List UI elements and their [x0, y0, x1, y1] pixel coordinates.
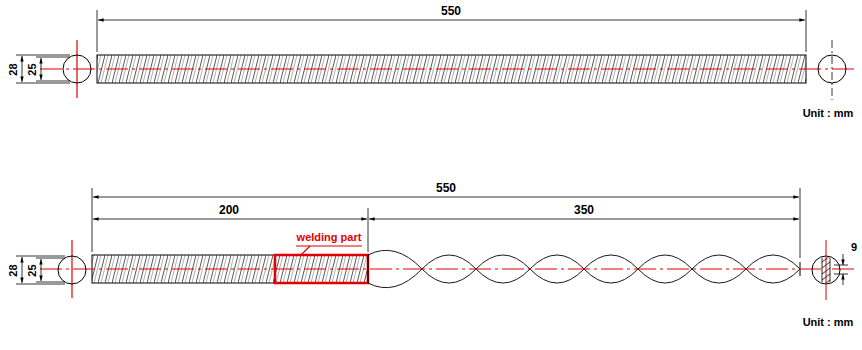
center-line — [832, 40, 833, 100]
unit-note: Unit : mm — [803, 108, 854, 119]
dimension-line — [16, 10, 806, 83]
center-line — [826, 240, 827, 300]
dimension-value: 28 — [8, 264, 19, 276]
dimension-line — [16, 188, 848, 285]
dimension-value: 550 — [441, 5, 461, 17]
bar-section — [63, 55, 91, 83]
dimension-value: 550 — [436, 182, 456, 194]
center-line — [40, 69, 858, 70]
leader-line — [296, 246, 362, 256]
unit-note: Unit : mm — [803, 317, 854, 328]
dimension-value: 200 — [219, 204, 239, 216]
center-line — [71, 240, 72, 298]
dimension-value: 25 — [27, 264, 38, 276]
dimension-value: 28 — [8, 63, 19, 75]
dimension-value: 9 — [851, 242, 857, 253]
bar-section — [58, 256, 86, 284]
dimension-value: 25 — [27, 63, 38, 75]
dimension-value: 350 — [574, 204, 594, 216]
callout-label: welding part — [297, 232, 362, 243]
center-line — [40, 269, 858, 270]
center-line — [76, 40, 77, 98]
